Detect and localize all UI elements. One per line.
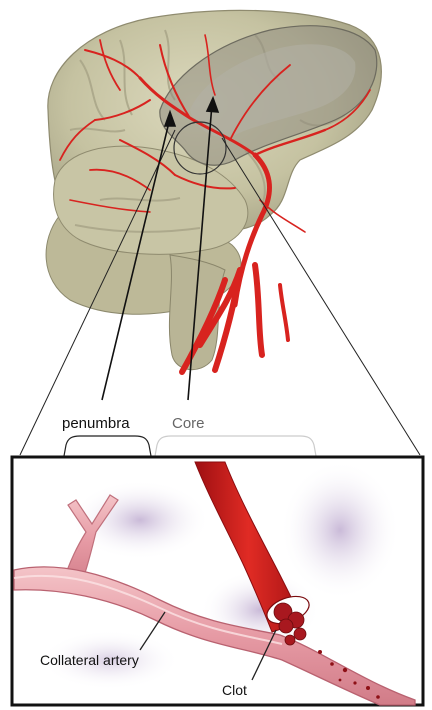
core-label: Core bbox=[172, 415, 205, 432]
core-bracket bbox=[155, 436, 316, 456]
penumbra-label: penumbra bbox=[62, 415, 130, 432]
penumbra-bracket bbox=[64, 436, 151, 456]
clot-label: Clot bbox=[222, 682, 247, 698]
brain-illustration bbox=[46, 10, 381, 372]
inset-panel: Collateral artery Clot bbox=[12, 457, 423, 705]
collateral-artery-label: Collateral artery bbox=[40, 652, 139, 668]
